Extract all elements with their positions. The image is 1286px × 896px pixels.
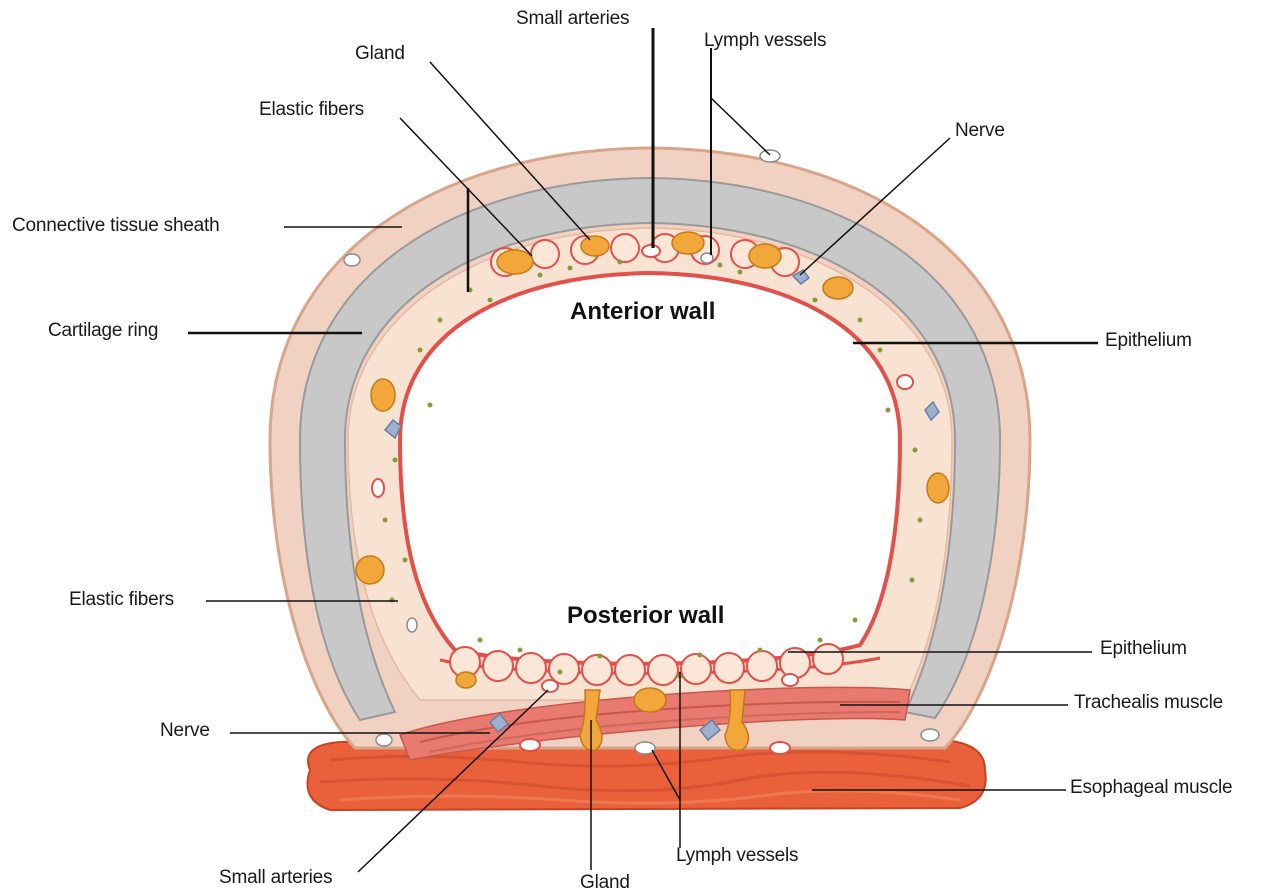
label-posterior-wall: Posterior wall	[567, 602, 724, 630]
label-gland-bottom: Gland	[580, 872, 630, 894]
label-anterior-wall: Anterior wall	[570, 298, 715, 326]
label-lymph-vessels-bottom: Lymph vessels	[676, 845, 798, 867]
label-elastic-fibers-bottom: Elastic fibers	[69, 589, 174, 611]
label-nerve-top: Nerve	[955, 120, 1005, 142]
label-trachealis-muscle: Trachealis muscle	[1074, 692, 1223, 714]
label-esophageal-muscle: Esophageal muscle	[1070, 777, 1232, 799]
label-epithelium-bottom: Epithelium	[1100, 638, 1187, 660]
label-elastic-fibers-top: Elastic fibers	[259, 99, 364, 121]
label-gland-top: Gland	[355, 43, 405, 65]
label-epithelium-top: Epithelium	[1105, 330, 1192, 352]
label-nerve-bottom: Nerve	[160, 720, 210, 742]
label-small-arteries-bottom: Small arteries	[219, 867, 332, 889]
label-lymph-vessels-top: Lymph vessels	[704, 30, 826, 52]
label-small-arteries-top: Small arteries	[516, 8, 629, 30]
label-cartilage-ring: Cartilage ring	[48, 320, 158, 342]
label-connective-tissue-sheath: Connective tissue sheath	[12, 215, 220, 237]
